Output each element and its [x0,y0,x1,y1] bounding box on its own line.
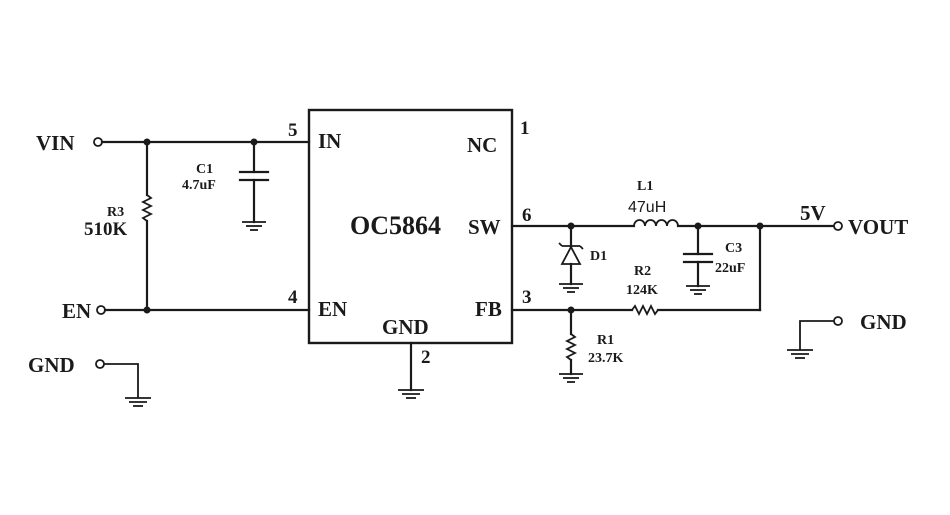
pin-sw-number: 6 [522,205,532,226]
en-terminal [96,305,106,315]
gnd-left-ground-icon [125,397,151,407]
r1-ref: R1 [597,333,614,348]
gnd-left-terminal-label: GND [28,353,75,377]
en-terminal-label: EN [62,299,91,323]
l1-value: 47uH [628,199,666,216]
r1-resistor [564,333,578,361]
pin-nc-number: 1 [520,118,530,139]
vout-terminal-label: VOUT [848,215,908,239]
gnd-right-ground-icon [787,349,813,359]
ic-ground-icon [398,389,424,399]
r3-resistor [140,194,154,222]
c1-value: 4.7uF [182,178,216,193]
vout-voltage-label: 5V [800,201,826,225]
pin-fb-number: 3 [522,287,532,308]
r3-ref: R3 [107,205,124,220]
c3-value: 22uF [715,261,745,276]
c1-ground-icon [242,221,266,231]
gnd-right-terminal-label: GND [860,310,907,334]
r2-value: 124K [626,283,658,298]
pin-gnd-number: 2 [421,347,431,368]
vin-terminal [93,137,103,147]
pin-en-number: 4 [288,287,298,308]
pin-in-label: IN [318,129,341,153]
r2-ref: R2 [634,264,651,279]
d1-ground-icon [559,283,583,293]
r1-value: 23.7K [588,351,624,366]
junction-en-r3 [143,306,151,314]
r3-value: 510K [84,219,128,240]
pin-gnd-label: GND [382,315,429,339]
pin-sw-label: SW [468,215,501,239]
gnd-left-terminal [95,359,105,369]
gnd-right-terminal [833,316,843,326]
c1-ref: C1 [196,162,213,177]
vout-terminal [833,221,843,231]
l1-inductor [633,219,679,227]
pin-en-label: EN [318,297,347,321]
gnd-right-wire [799,320,834,350]
d1-ref: D1 [590,249,607,264]
r2-resistor [631,303,659,317]
pin-nc-label: NC [467,133,497,157]
d1-diode-icon [558,242,584,265]
l1-ref: L1 [637,179,653,194]
pin-fb-label: FB [475,297,502,321]
vin-terminal-label: VIN [36,131,75,155]
ic-name: OC5864 [350,211,441,240]
c3-ground-icon [686,285,710,295]
gnd-left-wire [104,363,139,398]
c3-ref: C3 [725,241,742,256]
pin-in-number: 5 [288,120,298,141]
r1-ground-icon [559,373,583,383]
